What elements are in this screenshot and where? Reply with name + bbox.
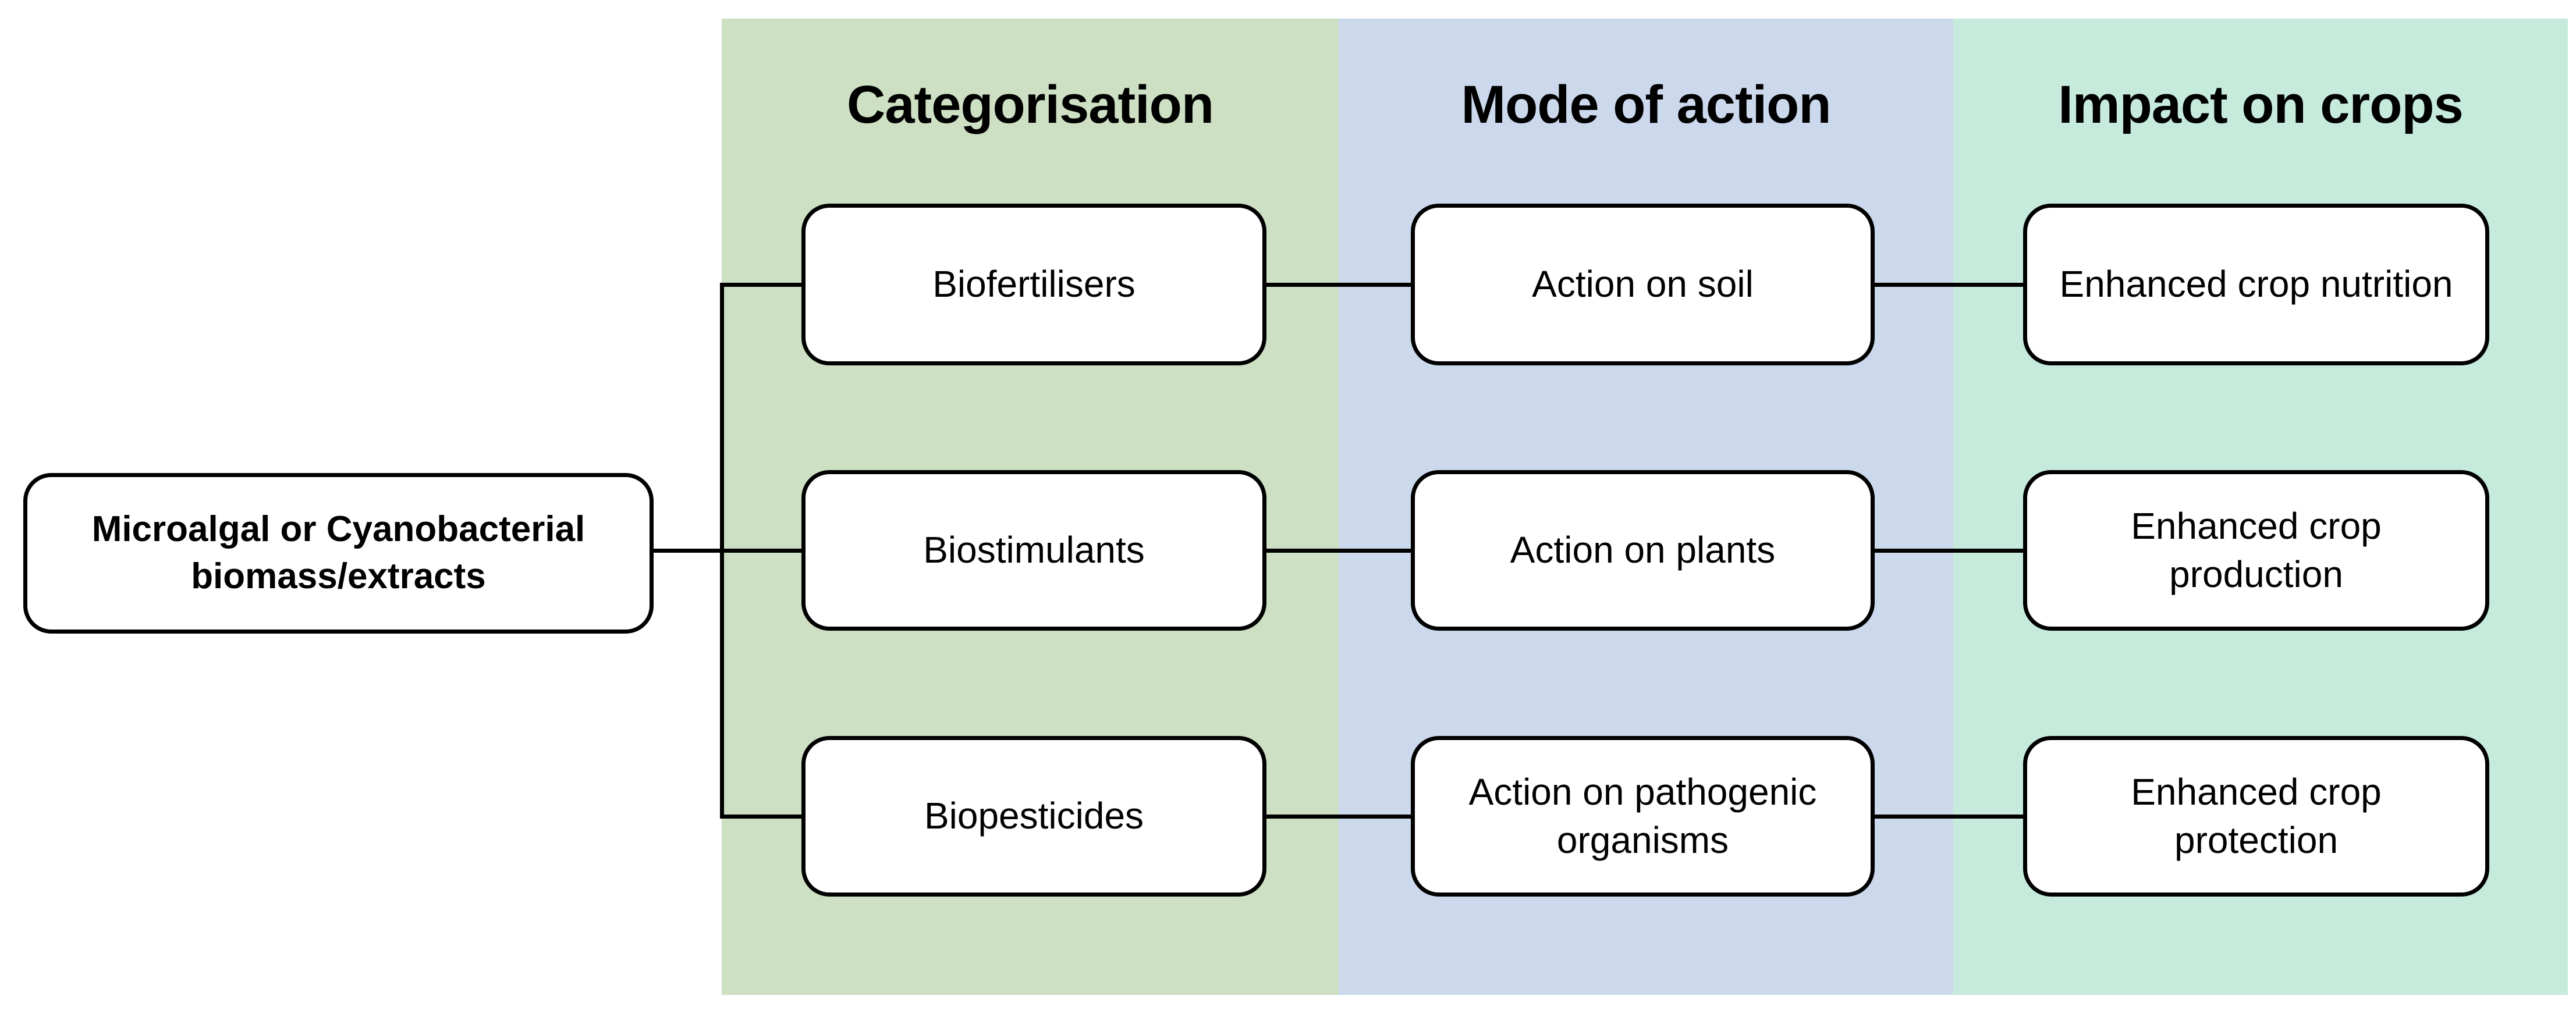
node-root-label: Microalgal or Cyanobacterial biomass/ext… bbox=[91, 509, 586, 596]
node-action-on-soil: Action on soil bbox=[1411, 204, 1875, 365]
connector-pathogenic-to-protection bbox=[1875, 815, 2023, 819]
node-enhanced-crop-production: Enhanced crop production bbox=[2023, 470, 2489, 631]
node-enhanced-crop-protection: Enhanced crop protection bbox=[2023, 736, 2489, 897]
node-biopesticides-label: Biopesticides bbox=[924, 795, 1144, 837]
node-biofertilisers: Biofertilisers bbox=[801, 204, 1266, 365]
connector-biopesticides-to-pathogenic bbox=[1266, 815, 1411, 819]
node-action-on-pathogenic-organisms: Action on pathogenic organisms bbox=[1411, 736, 1875, 897]
connector-plants-to-production bbox=[1875, 549, 2023, 553]
node-action-on-soil-label: Action on soil bbox=[1532, 263, 1754, 305]
connector-biofertilisers-to-soil bbox=[1266, 283, 1411, 287]
node-root-biomass-extracts: Microalgal or Cyanobacterial biomass/ext… bbox=[23, 473, 654, 634]
connector-branch-to-biopesticides bbox=[720, 815, 801, 819]
header-categorisation: Categorisation bbox=[846, 75, 1214, 134]
header-mode-of-action: Mode of action bbox=[1461, 75, 1831, 134]
node-action-on-pathogenic-organisms-label: Action on pathogenic organisms bbox=[1468, 770, 1817, 861]
node-enhanced-crop-production-label: Enhanced crop production bbox=[2131, 504, 2382, 595]
node-action-on-plants: Action on plants bbox=[1411, 470, 1875, 631]
connector-soil-to-nutrition bbox=[1875, 283, 2023, 287]
connector-category-branch-vertical bbox=[720, 283, 724, 819]
connector-biostimulants-to-plants bbox=[1266, 549, 1411, 553]
connector-root-to-categories bbox=[654, 549, 801, 553]
node-enhanced-crop-nutrition-label: Enhanced crop nutrition bbox=[2059, 263, 2453, 305]
node-biofertilisers-label: Biofertilisers bbox=[932, 263, 1136, 305]
node-biopesticides: Biopesticides bbox=[801, 736, 1266, 897]
connector-branch-to-biofertilisers bbox=[720, 283, 801, 287]
node-enhanced-crop-protection-label: Enhanced crop protection bbox=[2131, 770, 2382, 861]
node-biostimulants-label: Biostimulants bbox=[923, 529, 1145, 571]
header-impact-on-crops: Impact on crops bbox=[2058, 75, 2464, 134]
node-enhanced-crop-nutrition: Enhanced crop nutrition bbox=[2023, 204, 2489, 365]
node-biostimulants: Biostimulants bbox=[801, 470, 1266, 631]
node-action-on-plants-label: Action on plants bbox=[1510, 529, 1776, 571]
